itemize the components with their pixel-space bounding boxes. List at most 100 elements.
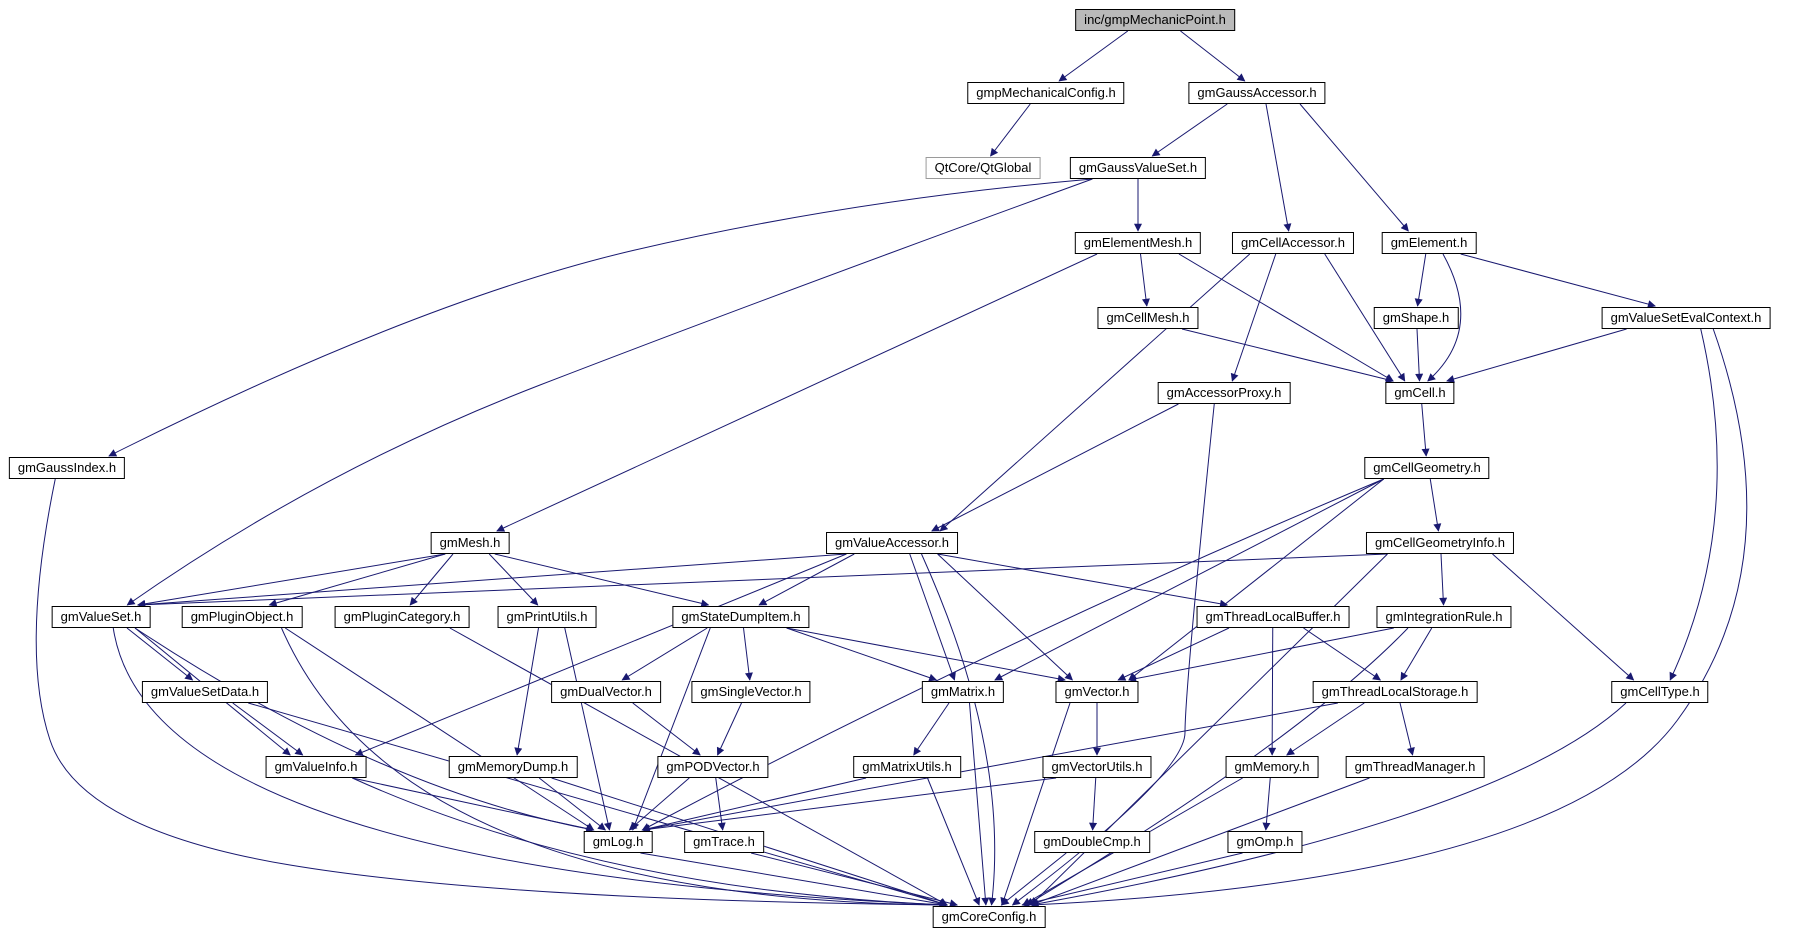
graph-node-cell[interactable]: gmCell.h [1385, 382, 1455, 404]
edge-podVector-to-trace [715, 777, 726, 831]
edge-pluginObject-to-log [284, 627, 595, 831]
graph-node-gaussAccessor[interactable]: gmGaussAccessor.h [1188, 82, 1326, 104]
graph-node-cellAccessor[interactable]: gmCellAccessor.h [1231, 232, 1355, 254]
edge-valueAccessor-to-threadLocalBuffer [937, 553, 1229, 608]
edge-mechanicPoint-to-mechanicalConfig [1058, 30, 1129, 82]
graph-node-valueSetData[interactable]: gmValueSetData.h [141, 681, 269, 703]
graph-node-matrix[interactable]: gmMatrix.h [921, 681, 1005, 703]
edge-integrationRule-to-threadLocalStorage [1400, 627, 1433, 681]
edge-stateDumpItem-to-matrix [786, 627, 938, 682]
edge-valueAccessor-to-stateDumpItem [758, 553, 855, 606]
graph-node-cellGeometryInfo[interactable]: gmCellGeometryInfo.h [1365, 532, 1515, 554]
edge-matrix-to-matrixUtils [913, 702, 950, 756]
edge-podVector-to-log [628, 777, 690, 831]
graph-node-podVector[interactable]: gmPODVector.h [657, 756, 769, 778]
edge-gaussAccessor-to-element [1299, 103, 1409, 232]
edge-elementMesh-to-cellMesh [1140, 253, 1150, 307]
edge-accessorProxy-to-valueAccessor [931, 403, 1179, 532]
graph-node-shape[interactable]: gmShape.h [1373, 307, 1459, 329]
graph-node-pluginObject[interactable]: gmPluginObject.h [181, 606, 303, 628]
edge-printUtils-to-log [564, 627, 612, 831]
graph-node-vector[interactable]: gmVector.h [1055, 681, 1139, 703]
graph-node-doubleCmp[interactable]: gmDoubleCmp.h [1034, 831, 1150, 853]
edge-shape-to-cell [1415, 328, 1424, 382]
edge-cellGeometry-to-cellGeometryInfo [1429, 478, 1442, 532]
edge-element-to-valueSetEvalContext [1460, 253, 1656, 309]
graph-node-valueSetEvalContext[interactable]: gmValueSetEvalContext.h [1601, 307, 1771, 329]
graph-node-printUtils[interactable]: gmPrintUtils.h [497, 606, 597, 628]
graph-node-dualVector[interactable]: gmDualVector.h [551, 681, 661, 703]
edge-doubleCmp-to-coreConfig [1000, 852, 1067, 906]
edge-omp-to-coreConfig [1021, 852, 1243, 908]
graph-node-mechanicalConfig[interactable]: gmpMechanicalConfig.h [967, 82, 1125, 104]
graph-node-mesh[interactable]: gmMesh.h [430, 532, 510, 554]
edge-cellGeometry-to-vector [1128, 478, 1385, 681]
edge-vector-to-coreConfig [1000, 702, 1071, 906]
edge-valueAccessor-to-matrix [909, 553, 956, 681]
edge-cellGeometryInfo-to-integrationRule [1439, 553, 1448, 606]
edge-valueSetData-to-coreConfig [248, 702, 948, 907]
edge-mechanicPoint-to-gaussAccessor [1180, 30, 1246, 82]
edge-valueAccessor-to-vector [937, 553, 1073, 681]
graph-node-valueInfo[interactable]: gmValueInfo.h [265, 756, 367, 778]
graph-node-valueAccessor[interactable]: gmValueAccessor.h [826, 532, 958, 554]
graph-node-memory[interactable]: gmMemory.h [1225, 756, 1319, 778]
edge-mesh-to-printUtils [488, 553, 539, 606]
edge-cellMesh-to-cell [1181, 328, 1394, 384]
graph-node-integrationRule[interactable]: gmIntegrationRule.h [1376, 606, 1512, 628]
edge-memory-to-omp [1262, 777, 1271, 831]
graph-node-omp[interactable]: gmOmp.h [1227, 831, 1303, 853]
graph-node-mechanicPoint[interactable]: inc/gmpMechanicPoint.h [1075, 9, 1235, 31]
graph-node-cellMesh[interactable]: gmCellMesh.h [1097, 307, 1199, 329]
graph-node-pluginCategory[interactable]: gmPluginCategory.h [334, 606, 470, 628]
edge-mechanicalConfig-to-qtGlobal [990, 103, 1031, 157]
edge-matrixUtils-to-log [641, 777, 867, 833]
edge-valueSetEvalContext-to-cellType [1669, 328, 1718, 681]
graph-node-gaussValueSet[interactable]: gmGaussValueSet.h [1069, 157, 1207, 179]
graph-node-threadManager[interactable]: gmThreadManager.h [1345, 756, 1485, 778]
graph-node-cellType[interactable]: gmCellType.h [1611, 681, 1709, 703]
graph-node-singleVector[interactable]: gmSingleVector.h [691, 681, 811, 703]
edge-cellAccessor-to-accessorProxy [1230, 253, 1277, 382]
edge-gaussAccessor-to-cellAccessor [1265, 103, 1292, 232]
graph-node-stateDumpItem[interactable]: gmStateDumpItem.h [672, 606, 810, 628]
edge-valueAccessor-to-coreConfig [921, 553, 997, 906]
edge-gaussAccessor-to-gaussValueSet [1151, 103, 1228, 157]
edge-pluginObject-to-coreConfig [281, 627, 948, 909]
edge-mesh-to-pluginObject [268, 553, 446, 607]
graph-node-matrixUtils[interactable]: gmMatrixUtils.h [853, 756, 961, 778]
graph-node-cellGeometry[interactable]: gmCellGeometry.h [1364, 457, 1490, 479]
graph-node-vectorUtils[interactable]: gmVectorUtils.h [1042, 756, 1152, 778]
graph-node-accessorProxy[interactable]: gmAccessorProxy.h [1157, 382, 1291, 404]
graph-node-element[interactable]: gmElement.h [1381, 232, 1477, 254]
edge-valueSetData-to-valueInfo [232, 702, 304, 756]
edge-memoryDump-to-log [538, 777, 607, 831]
edge-valueAccessor-to-valueInfo [354, 553, 847, 756]
graph-node-valueSet[interactable]: gmValueSet.h [51, 606, 151, 628]
graph-node-gaussIndex[interactable]: gmGaussIndex.h [8, 457, 126, 479]
edge-element-to-shape [1414, 253, 1427, 307]
graph-node-elementMesh[interactable]: gmElementMesh.h [1074, 232, 1202, 254]
graph-node-log[interactable]: gmLog.h [583, 831, 653, 853]
edge-mesh-to-stateDumpItem [494, 553, 710, 608]
graph-node-trace[interactable]: gmTrace.h [684, 831, 764, 853]
graph-node-coreConfig[interactable]: gmCoreConfig.h [932, 906, 1046, 928]
edge-elementMesh-to-cell [1178, 253, 1394, 382]
edge-accessorProxy-to-coreConfig [1011, 403, 1215, 906]
graph-node-qtGlobal: QtCore/QtGlobal [925, 157, 1041, 179]
graph-node-memoryDump[interactable]: gmMemoryDump.h [448, 756, 578, 778]
edge-threadLocalBuffer-to-memory [1268, 627, 1277, 756]
edge-vectorUtils-to-doubleCmp [1089, 777, 1098, 831]
edge-valueSet-to-log [134, 627, 595, 833]
edge-log-to-coreConfig [640, 852, 948, 908]
edge-threadLocalBuffer-to-threadLocalStorage [1303, 627, 1382, 681]
edge-matrix-to-coreConfig [969, 702, 990, 906]
edge-integrationRule-to-vector [1128, 627, 1394, 683]
edge-threadLocalBuffer-to-vector [1117, 627, 1230, 681]
graph-node-threadLocalBuffer[interactable]: gmThreadLocalBuffer.h [1196, 606, 1350, 628]
graph-node-threadLocalStorage[interactable]: gmThreadLocalStorage.h [1312, 681, 1478, 703]
edge-valueInfo-to-log [352, 777, 595, 833]
edge-valueSet-to-valueSetData [126, 627, 194, 681]
edge-cellGeometryInfo-to-valueSet [137, 553, 1388, 609]
